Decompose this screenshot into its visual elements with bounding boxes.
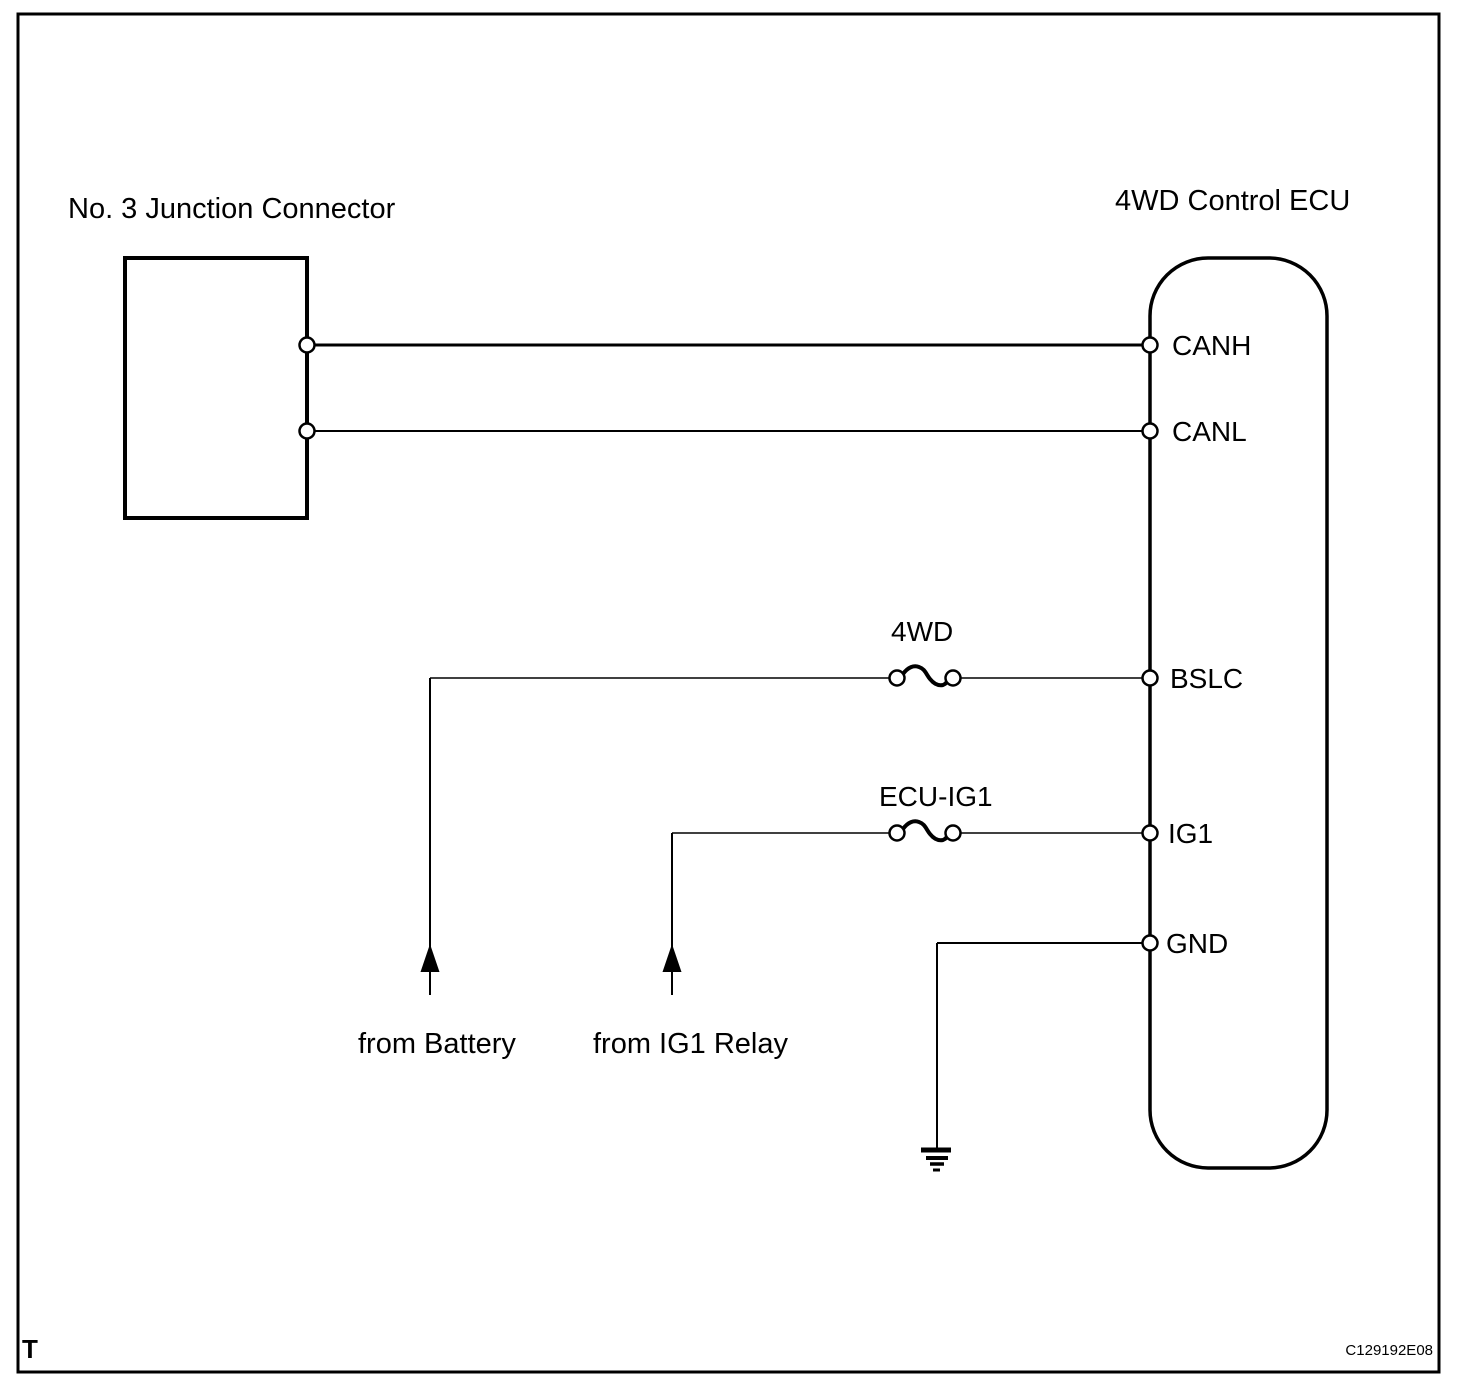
pin-label-canl: CANL: [1172, 416, 1247, 447]
pin-label-gnd: GND: [1166, 928, 1228, 959]
ecu-outline: [1148, 256, 1329, 1170]
pin-label-ig1: IG1: [1168, 818, 1213, 849]
ecu-pin-canh: [1141, 336, 1159, 354]
section-marker: T: [22, 1334, 38, 1364]
junction-pin-bottom: [298, 422, 316, 440]
junction-connector-label: No. 3 Junction Connector: [68, 193, 396, 225]
pin-label-canh: CANH: [1172, 330, 1251, 361]
ecu-pin-gnd: [1141, 934, 1159, 952]
page-border: [16, 12, 1441, 1374]
ecu-pin-canl: [1141, 422, 1159, 440]
ecu-pin-bslc: [1141, 669, 1159, 687]
pin-label-bslc: BSLC: [1170, 663, 1243, 694]
ecu-label: 4WD Control ECU: [1115, 185, 1350, 217]
fuse-ig1-icon: [888, 819, 962, 843]
ecu-pin-ig1: [1141, 824, 1159, 842]
fuse-bslc-icon: [888, 664, 962, 688]
figure-code: C129192E08: [1345, 1342, 1433, 1359]
junction-pin-top: [298, 336, 316, 354]
junction-connector-box: [123, 256, 309, 520]
fuse-ig1-label: ECU-IG1: [879, 781, 993, 812]
fuse-bslc-label: 4WD: [891, 616, 953, 647]
from-battery-label: from Battery: [358, 1028, 516, 1060]
from-ig1-relay-label: from IG1 Relay: [593, 1028, 788, 1060]
ig1-relay-arrow-up-icon: [662, 944, 682, 972]
battery-arrow-up-icon: [420, 944, 440, 972]
ground-icon: [921, 1147, 951, 1172]
